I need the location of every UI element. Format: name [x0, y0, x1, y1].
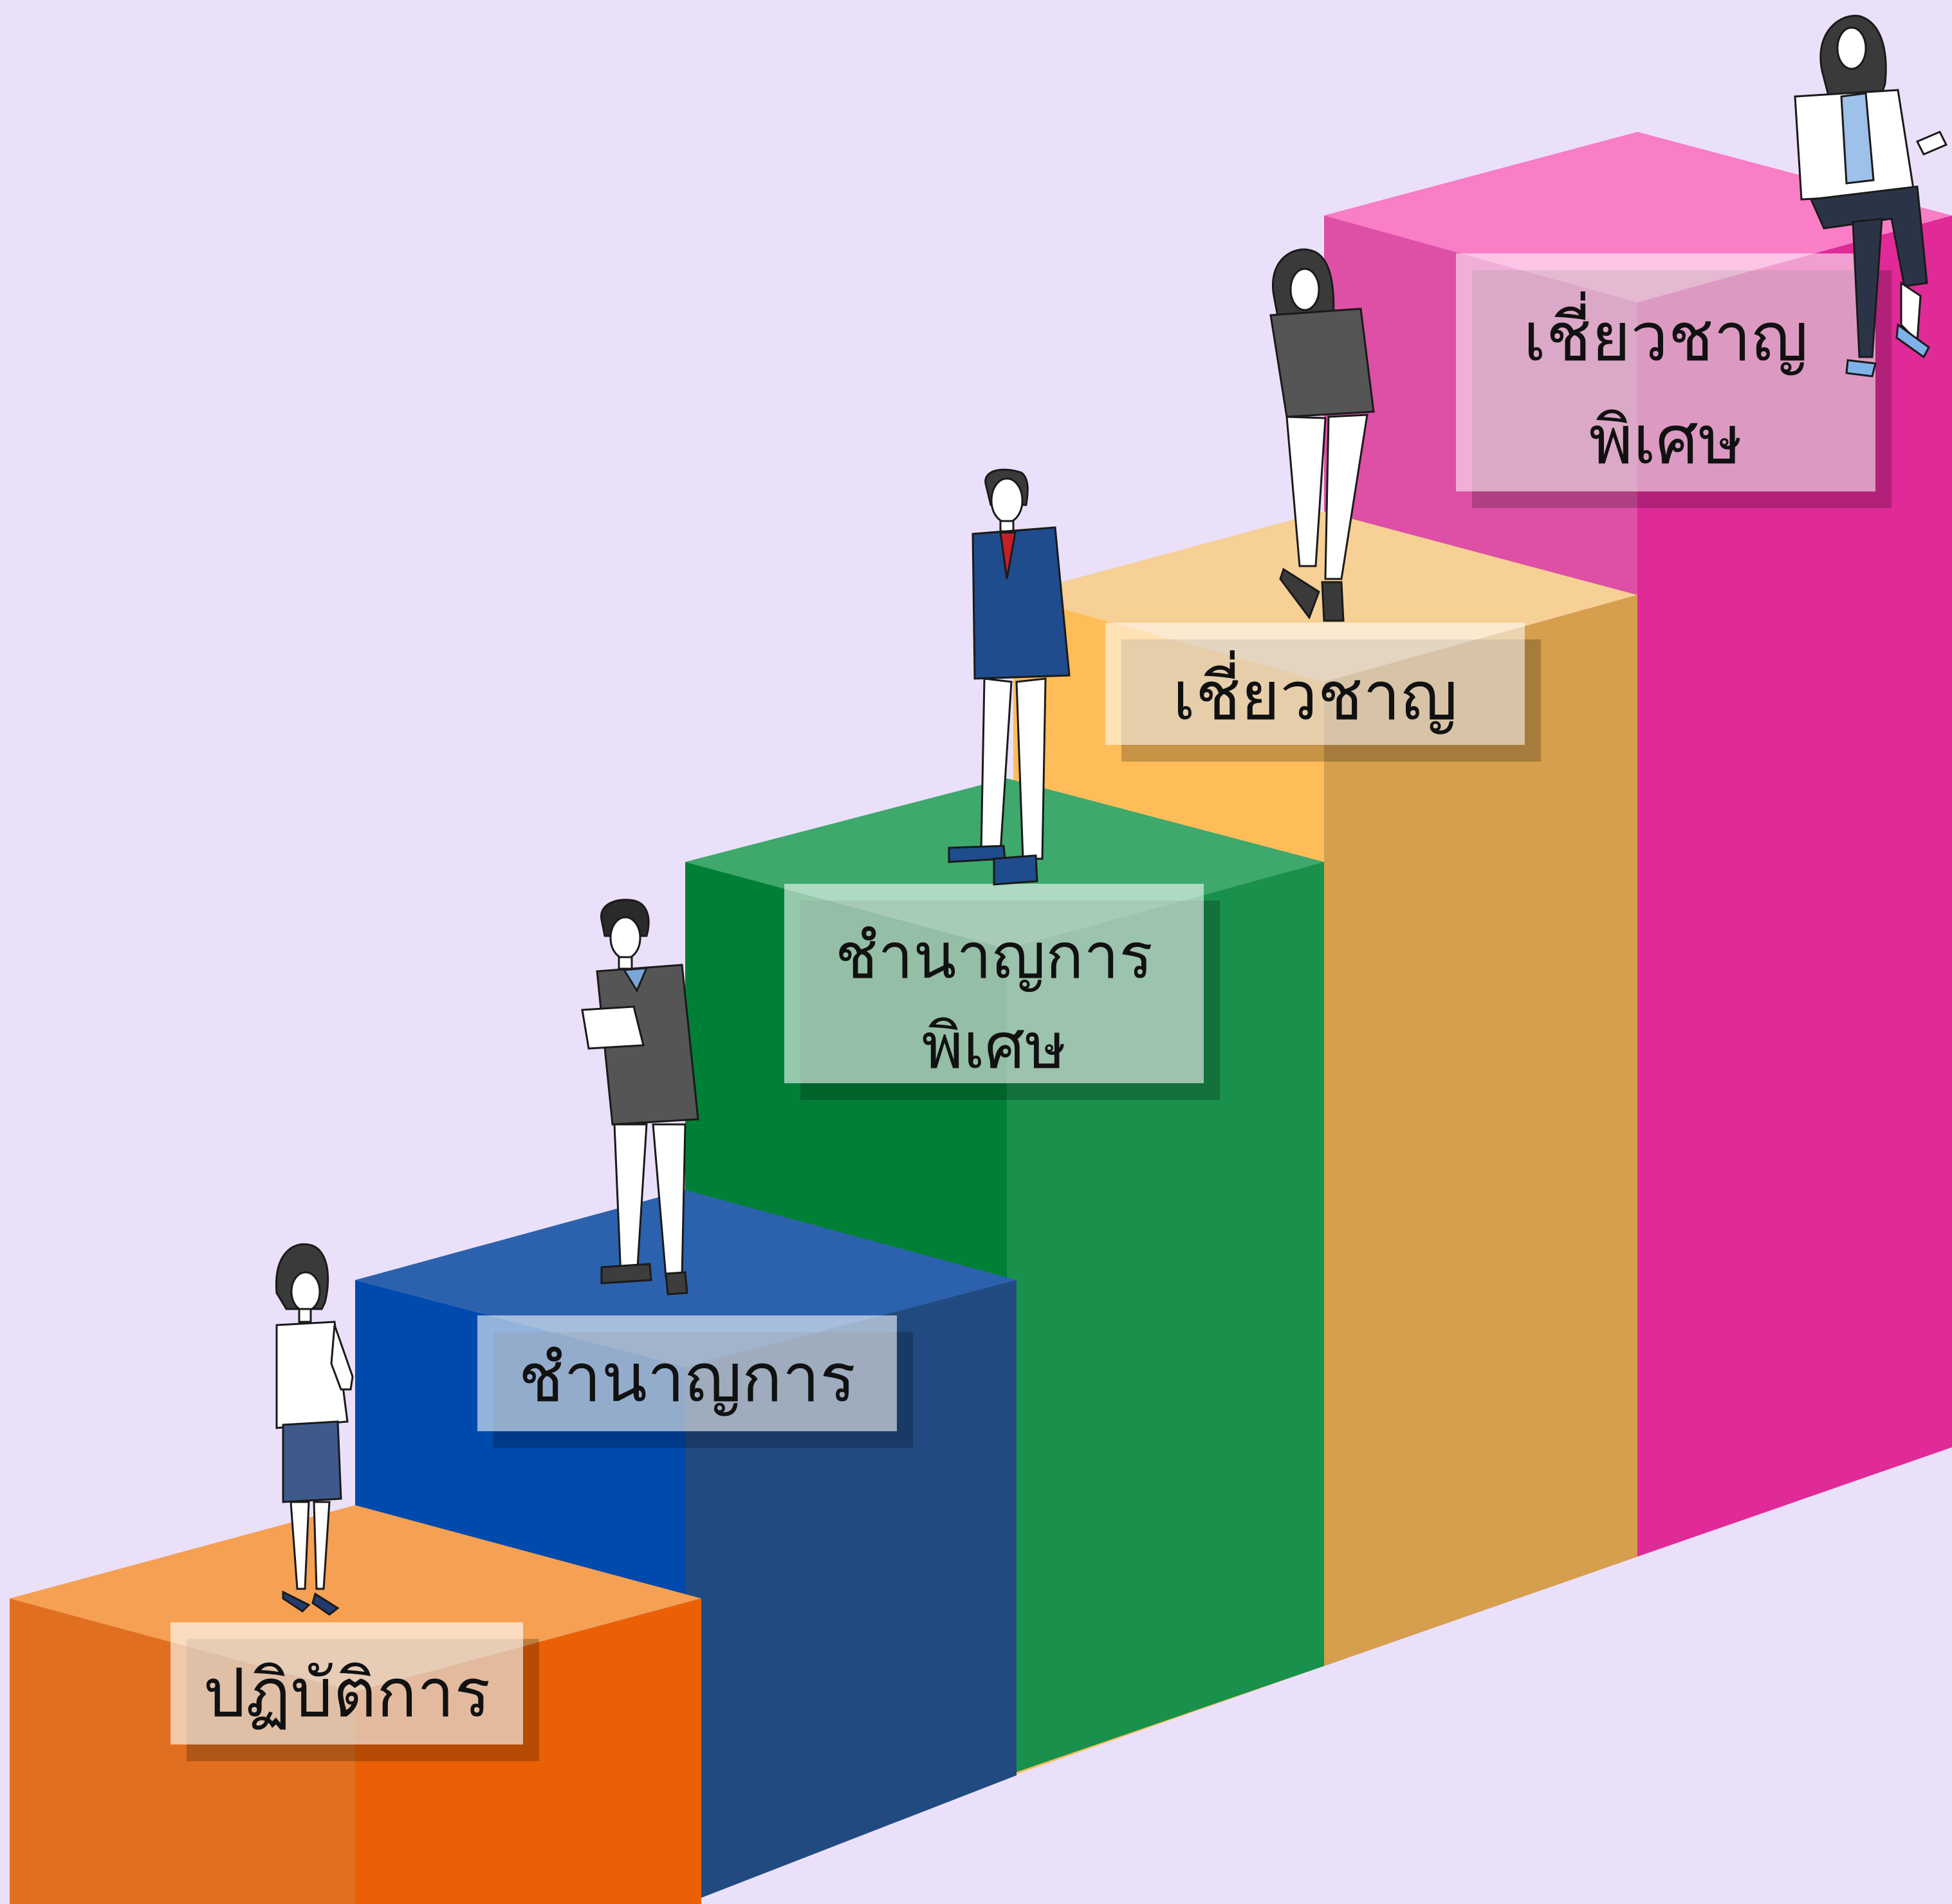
step-advisory-top-face — [1324, 132, 1952, 302]
label-practitioner: ปฏิบัติการ — [170, 1622, 539, 1761]
step-expert-right-face — [1324, 595, 1637, 1666]
step-advisory-right-face — [1637, 215, 1952, 1557]
label-senior-professional: ชำนาญการ พิเศษ — [784, 884, 1220, 1100]
label-advisory-line-1: เชี่ยวชาญ — [1523, 291, 1808, 376]
label-practitioner-box — [170, 1622, 523, 1744]
label-professional-line-1: ชำนาญการ — [519, 1339, 856, 1417]
label-advisory-box — [1456, 253, 1875, 491]
label-expert-box — [1105, 623, 1525, 745]
label-senior-professional-box — [784, 884, 1204, 1083]
label-professional: ชำนาญการ — [477, 1315, 913, 1448]
label-advisory-line-2: พิเศษ — [1589, 401, 1743, 479]
label-expert: เชี่ยวชาญ — [1105, 623, 1541, 762]
label-practitioner-line-1: ปฏิบัติการ — [203, 1654, 491, 1732]
person-man-grey-suit-illustration — [581, 899, 699, 1295]
step-senior-professional-right-face — [1007, 862, 1324, 1775]
label-senior-professional-line-1: ชำนาญการ — [835, 920, 1153, 993]
label-senior-professional-line-2: พิเศษ — [922, 1010, 1067, 1083]
person-woman-white-jacket-illustration — [275, 1243, 354, 1616]
person-woman-grey-blazer-illustration — [1269, 248, 1375, 622]
step-professional-right-face — [685, 1280, 1017, 1904]
label-professional-box — [477, 1315, 897, 1431]
person-man-navy-suit-illustration — [948, 468, 1071, 886]
label-advisory: เชี่ยวชาญ พิเศษ — [1456, 253, 1892, 508]
label-expert-line-1: เชี่ยวชาญ — [1172, 650, 1457, 735]
person-woman-seated-illustration — [1794, 14, 1948, 378]
